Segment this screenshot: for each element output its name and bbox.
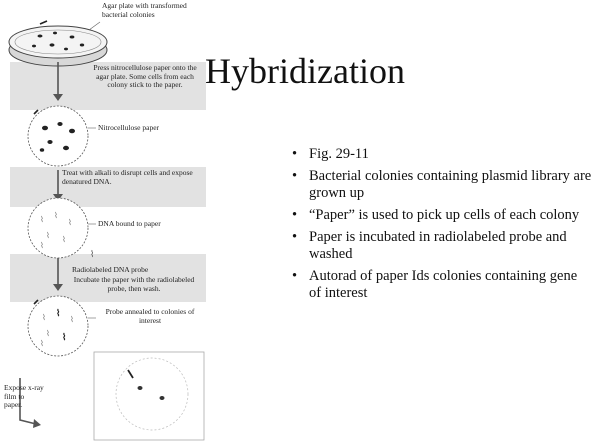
svg-text:⌇: ⌇ [62,235,66,244]
svg-text:⌇: ⌇ [40,215,44,224]
agar-leader [88,21,101,31]
svg-text:⌇: ⌇ [62,332,66,342]
bullet-item: Paper is incubated in radiolabeled probe… [292,229,592,263]
bullet-item: Fig. 29-11 [292,146,592,163]
alkali-step-caption: Treat with alkali to disrupt cells and e… [62,168,193,186]
step-band-press [10,62,206,110]
probe-glyph: ⌇ [90,249,94,259]
bullet-item: Autorad of paper Ids colonies containing… [292,268,592,302]
svg-text:⌇: ⌇ [70,315,74,324]
step-band-incubate [10,254,206,302]
expose-step-caption: Expose x-ray film to paper. [4,383,44,409]
slide-title: Hybridization [205,51,405,91]
bullet-list: Fig. 29-11 Bacterial colonies containing… [292,146,592,307]
agar-plate [8,20,108,67]
incubate-step-caption: Incubate the paper with the radiolabeled… [73,275,195,293]
svg-text:⌇: ⌇ [56,308,60,318]
nitro-paper [27,105,89,167]
svg-text:⌇: ⌇ [40,241,44,250]
agar-label: Agar plate with transformed bacterial co… [102,1,187,19]
annealed-label: Probe annealed to colonies of interest [105,307,195,325]
bullet-item: “Paper” is used to pick up cells of each… [292,207,592,224]
svg-text:⌇: ⌇ [46,329,50,338]
svg-text:⌇: ⌇ [40,339,44,348]
step-band-alkali [10,167,206,207]
svg-text:⌇: ⌇ [42,313,46,322]
svg-text:⌇: ⌇ [46,231,50,240]
hybridization-figure: ⌇ ⌇ ⌇ ⌇ ⌇ ⌇ ⌇ ⌇ ⌇ ⌇ ⌇ ⌇ ⌇ [0,0,208,442]
nitro-label: Nitrocellulose paper [98,123,160,132]
flow-arrow [19,62,63,428]
svg-text:⌇: ⌇ [54,211,58,220]
xray-film [93,351,205,441]
probe-label: Radiolabeled DNA probe [72,265,149,274]
dna-paper: ⌇ ⌇ ⌇ ⌇ ⌇ ⌇ [27,197,89,259]
dna-label: DNA bound to paper [98,219,161,228]
svg-text:⌇: ⌇ [68,218,72,227]
figure-art: ⌇ ⌇ ⌇ ⌇ ⌇ ⌇ ⌇ ⌇ ⌇ ⌇ ⌇ ⌇ ⌇ [8,20,205,441]
annealed-paper: ⌇ ⌇ ⌇ ⌇ ⌇ ⌇ [27,295,89,357]
press-step-caption: Press nitrocellulose paper onto the agar… [93,63,197,89]
bullet-item: Bacterial colonies containing plasmid li… [292,168,592,202]
